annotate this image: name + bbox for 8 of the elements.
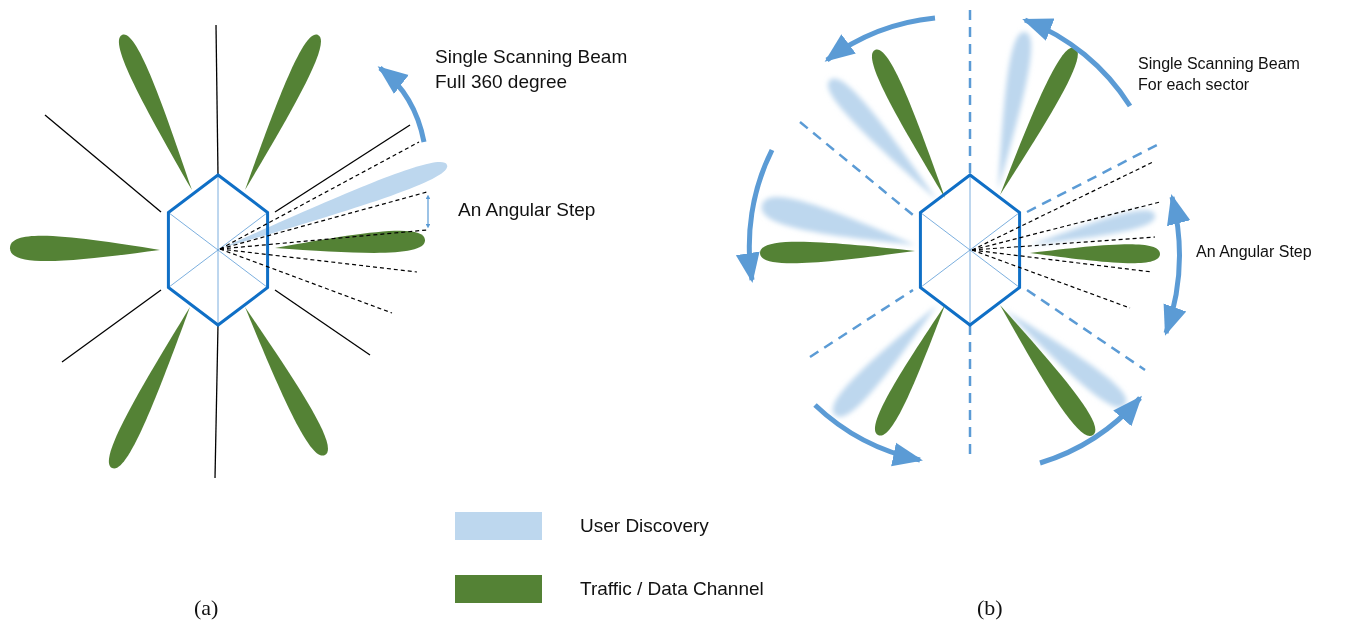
legend-label: Traffic / Data Channel — [580, 577, 764, 601]
panel-label: (b) — [977, 594, 1004, 622]
legend-label: User Discovery — [580, 514, 709, 538]
annotation-text: An Angular Step — [1196, 242, 1313, 262]
annotation-text: Single Scanning Beam Full 360 degree — [435, 45, 629, 94]
panel-label: (a) — [194, 594, 220, 622]
annotation-text: Single Scanning Beam For each sector — [1138, 54, 1301, 95]
annotation-text: An Angular Step — [458, 198, 597, 222]
